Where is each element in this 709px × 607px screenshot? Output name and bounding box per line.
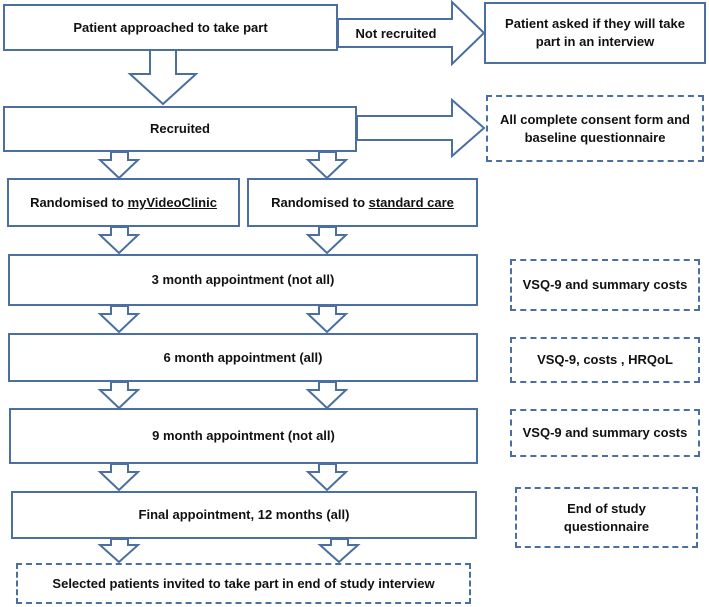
arrow-down-recruited (127, 49, 199, 106)
final-interview-box: Selected patients invited to take part i… (16, 563, 471, 604)
month12-box: Final appointment, 12 months (all) (11, 491, 477, 539)
approached-box: Patient approached to take part (3, 4, 338, 51)
recruited-box: Recruited (3, 106, 357, 152)
randomised-video-box: Randomised to myVideoClinic (7, 178, 240, 227)
month12-measures-box: End of study questionnaire (515, 487, 698, 548)
month3-box: 3 month appointment (not all) (8, 254, 478, 306)
arrow-small-down (317, 538, 361, 564)
randomised-video-prefix: Randomised to (30, 194, 128, 210)
randomised-video-name: myVideoClinic (127, 194, 217, 210)
randomised-standard-name: standard care (368, 194, 454, 210)
arrow-small-down (305, 305, 349, 334)
interview-ask-box: Patient asked if they will take part in … (484, 2, 706, 64)
arrow-small-down (97, 463, 141, 492)
arrow-not-recruited (337, 0, 486, 67)
arrow-small-down (97, 226, 141, 255)
arrow-small-down (97, 305, 141, 334)
arrow-to-consent (356, 97, 486, 159)
arrow-small-down (97, 151, 141, 180)
randomised-standard-prefix: Randomised to (271, 194, 369, 210)
month3-measures-box: VSQ-9 and summary costs (510, 259, 700, 311)
arrow-small-down (97, 538, 141, 564)
consent-box: All complete consent form and baseline q… (486, 95, 704, 162)
arrow-small-down (305, 463, 349, 492)
month9-measures-box: VSQ-9 and summary costs (510, 409, 700, 457)
month6-box: 6 month appointment (all) (8, 333, 478, 382)
arrow-small-down (305, 381, 349, 410)
month9-box: 9 month appointment (not all) (9, 408, 478, 464)
arrow-small-down (97, 381, 141, 410)
arrow-small-down (305, 151, 349, 180)
month6-measures-box: VSQ-9, costs , HRQoL (510, 337, 700, 383)
not-recruited-label: Not recruited (355, 25, 437, 41)
arrow-small-down (305, 226, 349, 255)
randomised-standard-box: Randomised to standard care (247, 178, 478, 227)
